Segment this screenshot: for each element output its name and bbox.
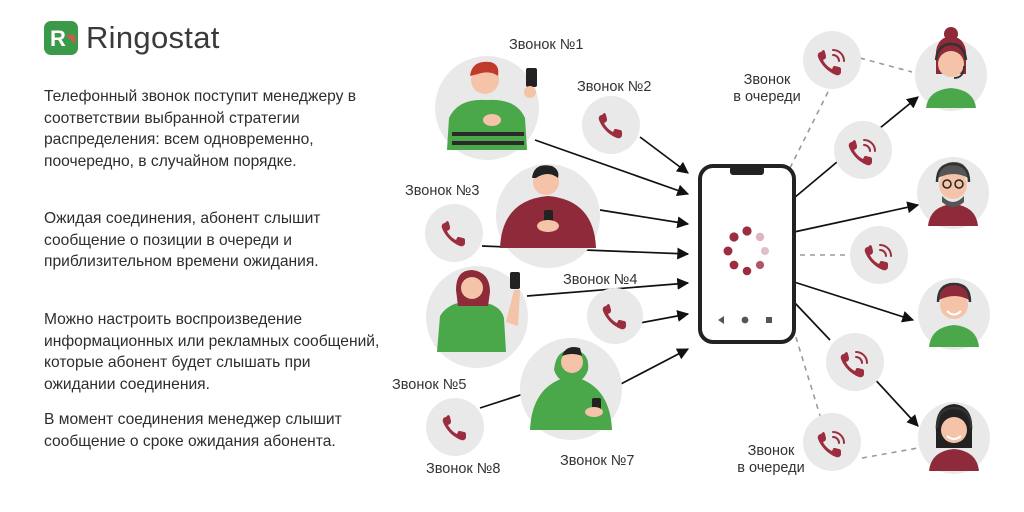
caller-3-avatar — [496, 164, 600, 268]
call-distribution-diagram: Звонок №1 Звонок №2 Звонок №3 Звонок №4 … — [392, 27, 990, 477]
outgoing-call-arrows — [793, 96, 920, 427]
call-label: Звонок №7 — [560, 453, 634, 469]
brand-name: Ringostat — [86, 20, 220, 55]
description-paragraph: В момент соединения менеджер слышит сооб… — [44, 411, 342, 450]
description-paragraph: Телефонный звонок поступит менеджеру в с… — [44, 88, 357, 170]
queue-label: Звонок — [744, 72, 791, 88]
ringing-phone-icon — [834, 121, 892, 179]
brand-logo: R Ringostat — [44, 20, 220, 56]
queue-label: в очереди — [737, 460, 804, 476]
manager-3-avatar — [918, 278, 990, 350]
call-label: Звонок №4 — [563, 272, 637, 288]
caller-1-avatar — [435, 56, 539, 160]
queue-links — [789, 57, 919, 459]
call-label: Звонок №1 — [509, 37, 583, 53]
call-label: Звонок №5 — [392, 377, 466, 393]
call-3-phone-icon — [425, 204, 483, 262]
call-4-phone-icon — [587, 288, 643, 344]
manager-2-avatar — [917, 157, 989, 229]
smartphone-icon — [698, 164, 796, 344]
call-label: Звонок №8 — [426, 461, 500, 477]
manager-4-avatar — [918, 402, 990, 474]
description-paragraph: Можно настроить воспроизведение информац… — [44, 311, 380, 393]
queue-call-phone-icon — [803, 413, 861, 471]
ringostat-logo-icon: R — [44, 21, 78, 55]
call-label: Звонок №3 — [405, 183, 479, 199]
call-8-phone-icon — [426, 398, 484, 456]
description-paragraph: Ожидая соединения, абонент слышит сообще… — [44, 210, 321, 270]
loading-spinner-icon — [723, 226, 769, 276]
queue-label: Звонок — [748, 443, 795, 459]
caller-7-avatar — [520, 338, 622, 440]
call-label: Звонок №2 — [577, 79, 651, 95]
caller-5-avatar — [426, 266, 528, 368]
queue-call-phone-icon — [803, 31, 861, 89]
call-2-phone-icon — [582, 96, 640, 154]
queue-label: в очереди — [733, 89, 800, 105]
ringing-phone-icon — [826, 333, 884, 391]
manager-1-avatar — [915, 27, 987, 111]
svg-text:R: R — [50, 26, 66, 51]
queue-call-phone-icon — [850, 226, 908, 284]
